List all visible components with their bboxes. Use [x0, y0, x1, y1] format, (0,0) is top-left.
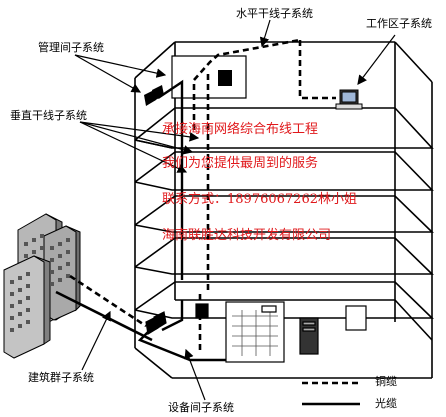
label-equipment-room-subsystem: 设备间子系统	[168, 401, 234, 414]
label-horizontal-subsystem: 水平干线子系统	[236, 7, 313, 20]
equipment-room	[145, 301, 367, 363]
label-work-area-subsystem: 工作区子系统	[366, 17, 432, 30]
copper-cables	[192, 38, 336, 350]
watermark-line-2: 我们为您提供最周到的服务	[162, 156, 319, 171]
label-admin-room-subsystem: 管理间子系统	[38, 41, 104, 54]
watermark-line-1: 承接海南网络综合布线工程	[162, 122, 319, 137]
label-vertical-subsystem: 垂直干线子系统	[10, 109, 87, 122]
fiber-cables	[137, 79, 232, 362]
watermark-line-3: 联系方式：18976067262林小姐	[162, 192, 357, 207]
legend-copper-label: 铜缆	[375, 375, 397, 388]
watermark-line-4: 海南联胜达科技开发有限公司	[162, 228, 332, 243]
computer	[335, 89, 363, 110]
label-building-group-subsystem: 建筑群子系统	[28, 371, 94, 384]
campus-copper-link	[69, 274, 147, 328]
building-frame	[134, 41, 433, 379]
floor-plates	[134, 107, 434, 319]
leader-arrows	[74, 19, 396, 401]
campus-buildings	[3, 213, 81, 359]
patch-panel-top	[218, 70, 232, 86]
legend-fiber-label: 光缆	[375, 397, 397, 410]
